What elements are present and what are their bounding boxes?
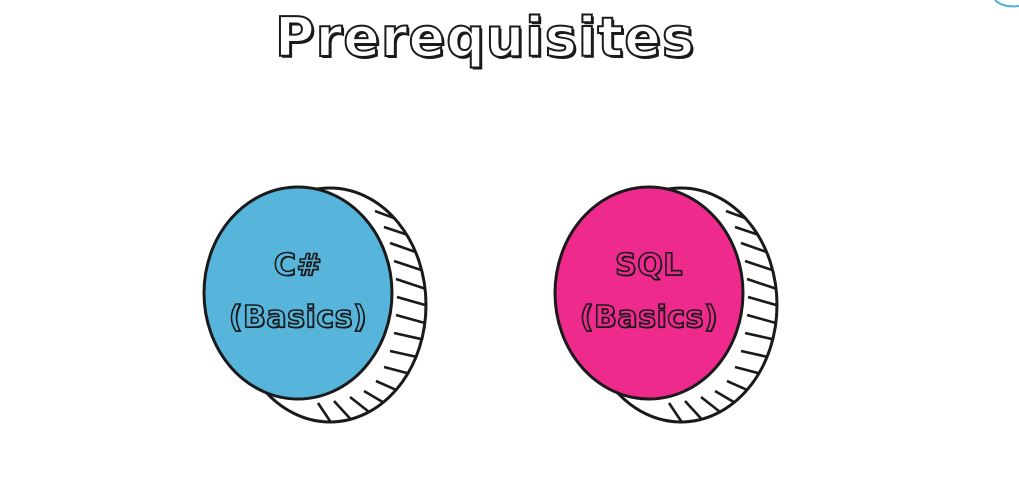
coin-csharp-label-line2: (Basics) <box>228 299 368 336</box>
page-title: Prerequisites <box>274 6 695 69</box>
coin-face <box>202 185 394 401</box>
coin-face <box>553 185 745 401</box>
coin-sql-label: SQL (Basics) <box>551 240 747 344</box>
coin-sql-label-line1: SQL <box>614 247 683 284</box>
coin-csharp-label-line1: C# <box>273 247 323 284</box>
coin-sql-graphic <box>553 185 779 424</box>
coin-csharp-graphic <box>202 185 428 424</box>
coin-sql-label-line2: (Basics) <box>579 299 719 336</box>
coin-csharp-label: C# (Basics) <box>200 240 396 344</box>
coin-csharp: C# (Basics) <box>200 183 432 428</box>
corner-arc-decoration <box>994 0 1019 8</box>
coin-sql: SQL (Basics) <box>551 183 783 428</box>
